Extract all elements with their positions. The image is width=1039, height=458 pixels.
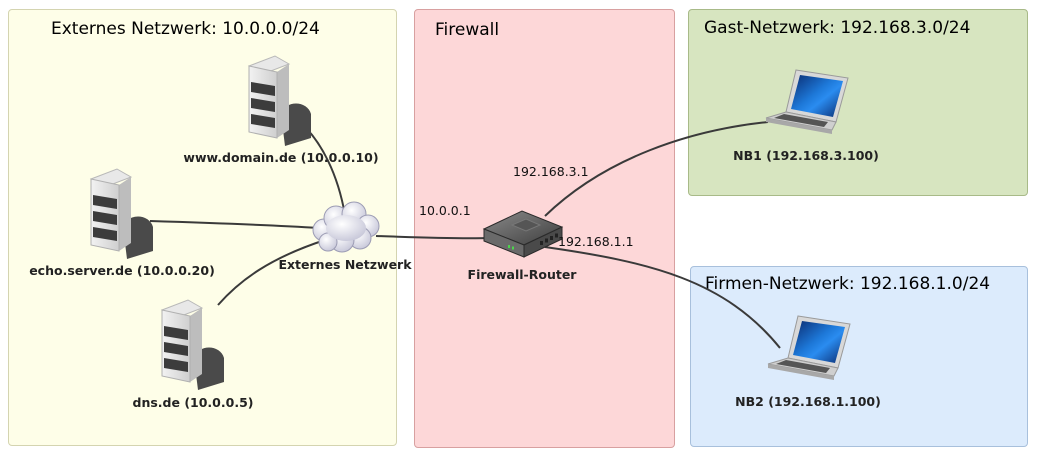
ip-label-company: 192.168.1.1 (558, 234, 634, 249)
zone-title-external: Externes Netzwerk: 10.0.0.0/24 (51, 19, 320, 39)
link-cloud-router (375, 235, 491, 240)
link-dns-cloud (217, 239, 326, 306)
server-icon[interactable] (87, 165, 157, 260)
node-label-dns: dns.de (10.0.0.5) (132, 395, 254, 410)
link-router-nb2 (544, 246, 781, 349)
router-icon[interactable] (482, 207, 564, 259)
node-label-nb1: NB1 (192.168.3.100) (733, 148, 879, 163)
node-label-www: www.domain.de (10.0.0.10) (183, 150, 379, 165)
link-router-nb1 (544, 121, 769, 217)
ip-label-guest: 192.168.3.1 (513, 164, 589, 179)
server-icon[interactable] (158, 296, 228, 391)
zone-company-network: Firmen-Netzwerk: 192.168.1.0/24 (690, 266, 1028, 447)
link-echo-cloud (149, 220, 321, 229)
laptop-icon[interactable] (762, 64, 852, 144)
zone-firewall: Firewall (414, 9, 675, 448)
node-label-echo: echo.server.de (10.0.0.20) (29, 263, 215, 278)
laptop-icon[interactable] (764, 310, 854, 390)
zone-guest-network: Gast-Netzwerk: 192.168.3.0/24 (688, 9, 1028, 196)
zone-title-company: Firmen-Netzwerk: 192.168.1.0/24 (705, 274, 991, 294)
ip-label-external: 10.0.0.1 (419, 203, 471, 218)
server-icon[interactable] (245, 52, 315, 147)
cloud-icon[interactable] (308, 198, 382, 254)
node-label-cloud: Externes Netzwerk (278, 257, 412, 272)
node-label-nb2: NB2 (192.168.1.100) (735, 394, 881, 409)
zone-title-guest: Gast-Netzwerk: 192.168.3.0/24 (704, 18, 971, 38)
node-label-router: Firewall-Router (467, 267, 577, 282)
zone-title-firewall: Firewall (435, 20, 500, 40)
